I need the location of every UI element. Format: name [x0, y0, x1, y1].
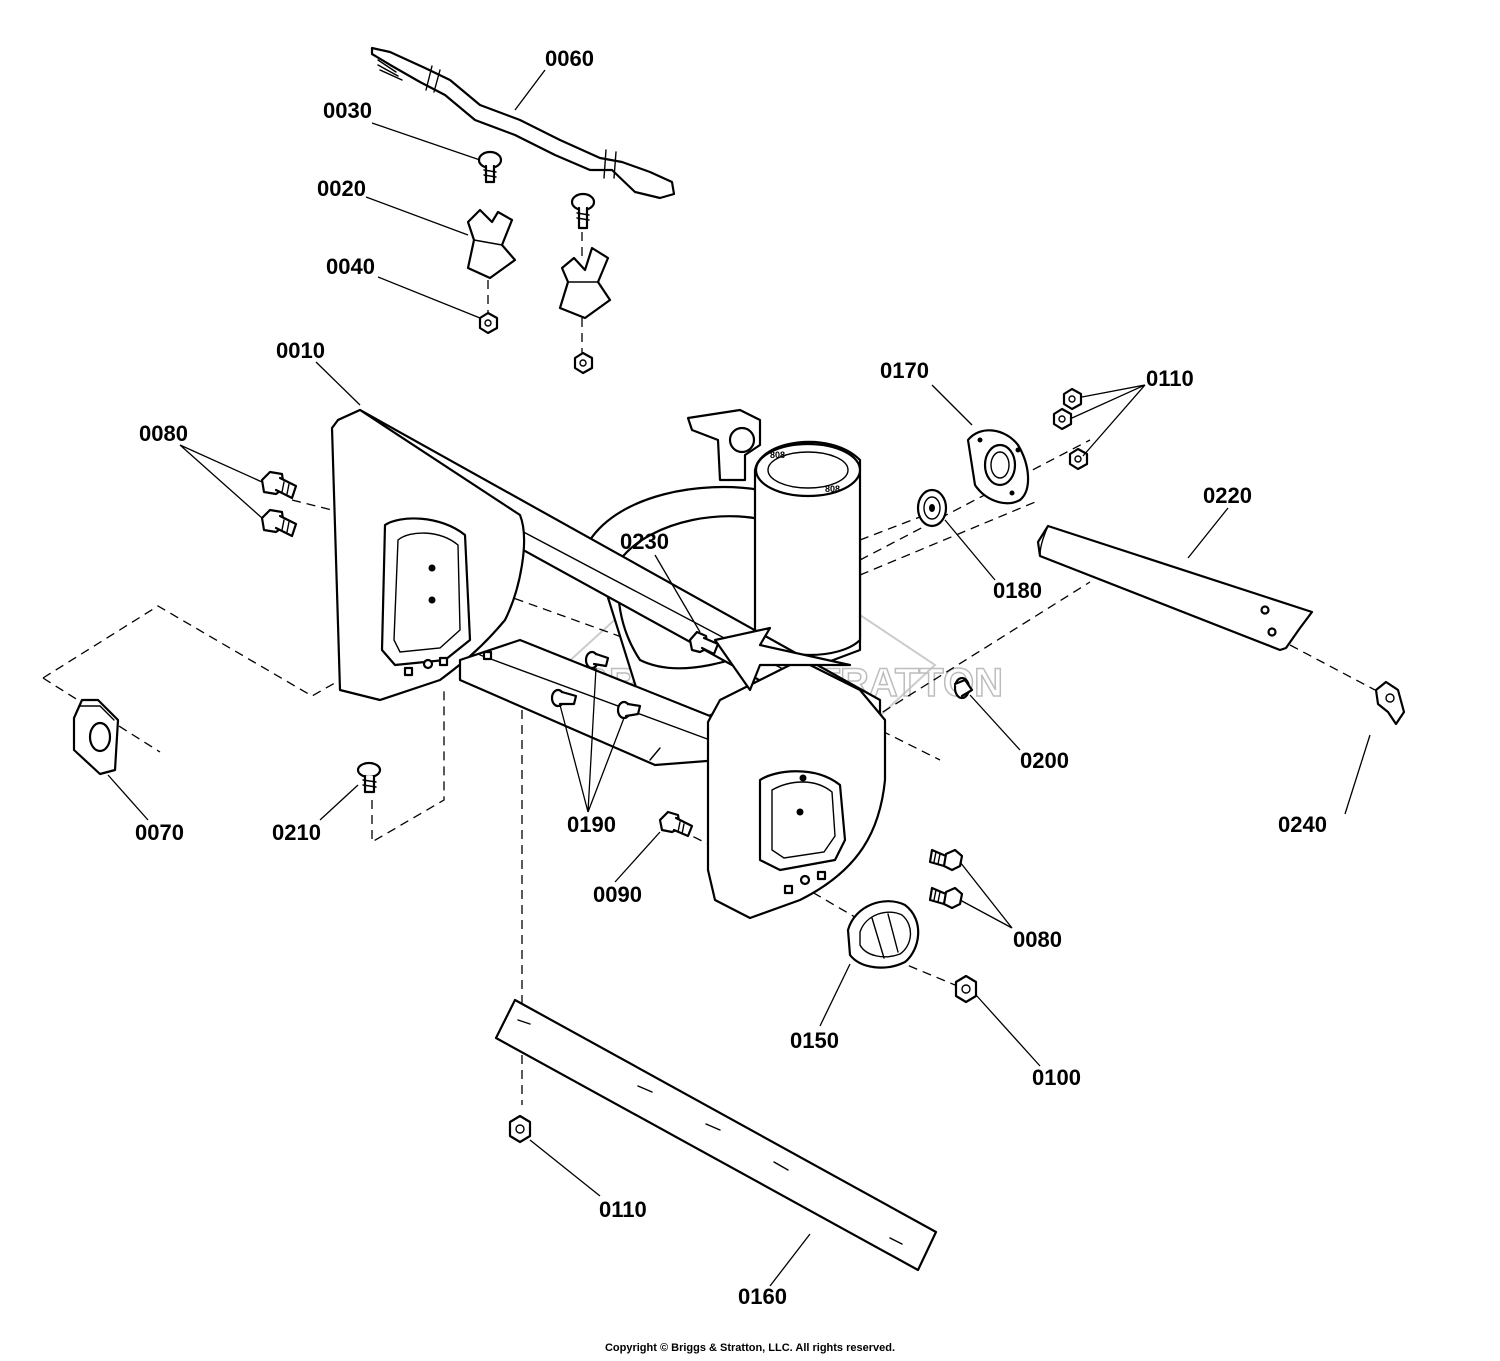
label-0060: 0060 [545, 46, 594, 71]
screw-0030-second [570, 192, 596, 230]
nut-0040-second [573, 351, 594, 375]
svg-text:808: 808 [770, 450, 785, 460]
label-0230: 0230 [620, 529, 669, 554]
label-0200: 0200 [1020, 748, 1069, 773]
screw-0030 [477, 150, 503, 184]
label-0190: 0190 [567, 812, 616, 837]
label-0010: 0010 [276, 338, 325, 363]
chute-bracket-0020 [466, 208, 517, 280]
chute-crank-rod-0060 [370, 46, 676, 200]
nut-0110-1 [1062, 387, 1083, 411]
bolt-0080-upper [260, 470, 298, 500]
label-0180: 0180 [993, 578, 1042, 603]
bearing-plate-0070 [72, 698, 120, 776]
label-0080-lower: 0080 [1013, 927, 1062, 952]
nut-0110-bottom [508, 1114, 532, 1144]
bolt-0230 [688, 630, 720, 656]
nut-0110-2 [1052, 407, 1073, 431]
label-0030: 0030 [323, 98, 372, 123]
label-0100: 0100 [1032, 1065, 1081, 1090]
label-0240: 0240 [1278, 812, 1327, 837]
bolt-0080-right-upper [928, 848, 964, 872]
label-0080-upper: 0080 [139, 421, 188, 446]
carriage-bolt-0210 [356, 761, 382, 794]
plug-0200 [953, 676, 974, 700]
bolt-0190-2 [550, 688, 578, 708]
gasket-frame-0150 [846, 900, 920, 969]
bolt-0090 [658, 810, 694, 838]
wing-nut-0240 [1374, 680, 1406, 726]
svg-text:808: 808 [825, 484, 840, 494]
bolt-0190-3 [616, 700, 642, 720]
part-labels: 0060 0030 0020 0040 0010 0080 0170 0110 … [135, 46, 1327, 1309]
label-0150: 0150 [790, 1028, 839, 1053]
auger-housing-0010 [330, 408, 887, 920]
label-0040: 0040 [326, 254, 375, 279]
bolt-0080-lower [260, 508, 298, 538]
label-0110-lower: 0110 [599, 1197, 647, 1222]
nut-0040 [478, 311, 499, 335]
deflector-plate-0220 [1036, 524, 1314, 652]
copyright-notice: Copyright © Briggs & Stratton, LLC. All … [604, 1342, 896, 1354]
label-0020: 0020 [317, 176, 366, 201]
bolt-0080-right-lower [928, 886, 964, 910]
label-0210: 0210 [272, 820, 321, 845]
label-0070: 0070 [135, 820, 184, 845]
nut-0110-3 [1068, 447, 1089, 471]
scraper-bar-0160 [494, 998, 938, 1272]
label-0090: 0090 [593, 882, 642, 907]
label-0170: 0170 [880, 358, 929, 383]
bearing-0180 [916, 488, 948, 528]
label-0160: 0160 [738, 1284, 787, 1309]
nut-0100 [954, 974, 978, 1004]
bearing-flange-0170 [966, 429, 1030, 505]
label-0220: 0220 [1203, 483, 1252, 508]
leader-lines [107, 69, 1371, 1287]
label-0110-upper: 0110 [1146, 366, 1194, 391]
chute-bracket-0020-second [558, 246, 612, 320]
bolt-0190-1 [584, 650, 610, 670]
